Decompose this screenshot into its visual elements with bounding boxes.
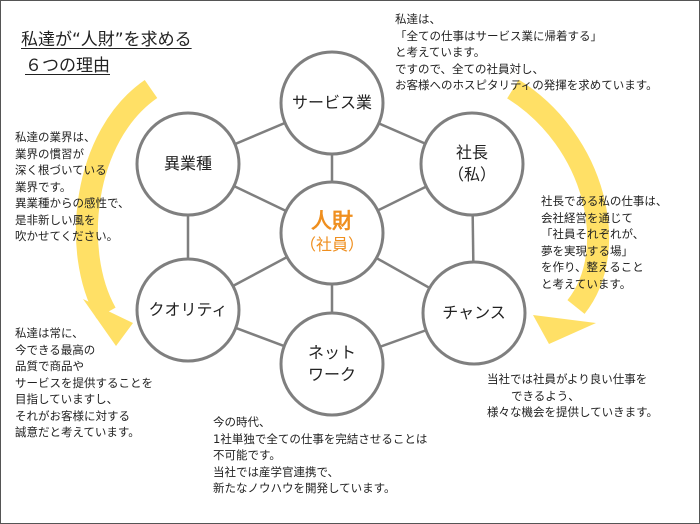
- title-line: ６つの理由: [25, 56, 110, 76]
- note-line: 是非新しい風を: [15, 212, 96, 227]
- node-service-label: サービス業: [282, 92, 382, 114]
- note-line: 業界の慣習が: [15, 146, 84, 161]
- note-line: 私達の業界は、: [15, 130, 96, 144]
- node-label-line: （私）: [447, 165, 496, 184]
- network-circle: [279, 311, 385, 417]
- title-line: 私達が“人財”を求める: [21, 30, 192, 50]
- node-president-label: 社長 （私）: [422, 142, 522, 186]
- right-curved-arrow: [506, 79, 610, 314]
- center-circle: [279, 180, 385, 286]
- center-main-text: 人財: [311, 209, 353, 233]
- node-network-label: ネット ワーク: [282, 342, 382, 386]
- center-label: 人財 （社員）: [282, 208, 382, 256]
- note-line: 様々な機会を提供していきます。: [487, 405, 659, 419]
- node-label-line: 異業種: [163, 154, 212, 173]
- left-arrowhead: [83, 299, 133, 346]
- node-label-line: サービス業: [291, 93, 372, 112]
- note-line: 今の時代、: [213, 415, 271, 429]
- note-line: 目指していますし、: [15, 392, 119, 406]
- note-line: 「社員それぞれが、: [541, 227, 645, 241]
- note-line: 新たなノウハウを開発しています。: [213, 481, 396, 495]
- note-service: 私達は、 「全ての仕事はサービス業に帰着する」 と考えています。 ですので、全て…: [395, 11, 658, 94]
- note-line: と考えています。: [541, 276, 632, 291]
- note-line: お客様へのホスピタリティの発揮を求めています。: [395, 78, 658, 92]
- note-line: 「全ての仕事はサービス業に帰着する」: [395, 28, 602, 43]
- node-label-line: クオリティ: [148, 300, 228, 319]
- president-circle: [419, 111, 525, 217]
- note-line: 当社では産学官連携で、: [213, 464, 340, 479]
- page-title: 私達が“人財”を求める ６つの理由: [21, 27, 192, 79]
- note-line: 異業種からの感性で、: [15, 196, 130, 210]
- note-president: 社長である私の仕事は、 会社経営を通じて 「社員それぞれが、 夢を実現する場」 …: [541, 193, 667, 292]
- note-line: 社長である私の仕事は、: [541, 194, 668, 208]
- note-line: 不可能です。: [213, 448, 281, 462]
- center-sub-text: （社員）: [299, 235, 364, 254]
- node-label-line: チャンス: [442, 303, 506, 322]
- note-other-industry: 私達の業界は、 業界の慣習が 深く根づいている 業界です。 異業種からの感性で、…: [15, 129, 130, 245]
- note-line: 私達は、: [395, 12, 441, 26]
- note-quality: 私達は常に、 今できる最高の 品質で商品や サービスを提供することを 目指してい…: [15, 325, 153, 441]
- note-line: それがお客様に対する: [15, 408, 130, 423]
- node-label-line: 社長: [455, 143, 488, 162]
- note-network: 今の時代、 1社単独で全ての仕事を完結させることは 不可能です。 当社では産学官…: [213, 414, 427, 497]
- left-curved-arrow: [75, 79, 158, 319]
- note-line: 業界です。: [15, 179, 72, 194]
- note-line: できるよう、: [511, 388, 580, 403]
- note-line: を作り、整えること: [541, 260, 644, 274]
- note-line: と考えています。: [395, 45, 486, 59]
- node-label-line: ワーク: [307, 365, 356, 384]
- right-arrowhead: [533, 315, 596, 344]
- note-chance: 当社では社員がより良い仕事を できるよう、 様々な機会を提供していきます。: [487, 371, 658, 421]
- node-other-industry-label: 異業種: [138, 153, 238, 175]
- note-line: 当社では社員がより良い仕事を: [487, 372, 648, 386]
- note-line: 品質で商品や: [15, 359, 84, 373]
- note-line: 吹かせてください。: [15, 229, 119, 243]
- chance-circle: [421, 260, 527, 366]
- node-chance-label: チャンス: [424, 302, 524, 324]
- note-line: ですので、全ての社員対し、: [395, 61, 545, 76]
- other-industry-circle: [135, 111, 241, 217]
- note-line: サービスを提供することを: [15, 375, 153, 390]
- note-line: 誠意だと考えています。: [15, 425, 140, 439]
- note-line: 会社経営を通じて: [541, 210, 633, 225]
- quality-circle: [135, 257, 241, 363]
- note-line: 私達は常に、: [15, 326, 84, 340]
- note-line: 夢を実現する場」: [541, 243, 633, 258]
- note-line: 今できる最高の: [15, 342, 96, 357]
- node-label-line: ネット: [307, 343, 356, 362]
- service-circle: [279, 50, 385, 156]
- note-line: 1社単独で全ての仕事を完結させることは: [213, 431, 428, 446]
- node-quality-label: クオリティ: [138, 299, 238, 321]
- note-line: 深く根づいている: [15, 163, 107, 177]
